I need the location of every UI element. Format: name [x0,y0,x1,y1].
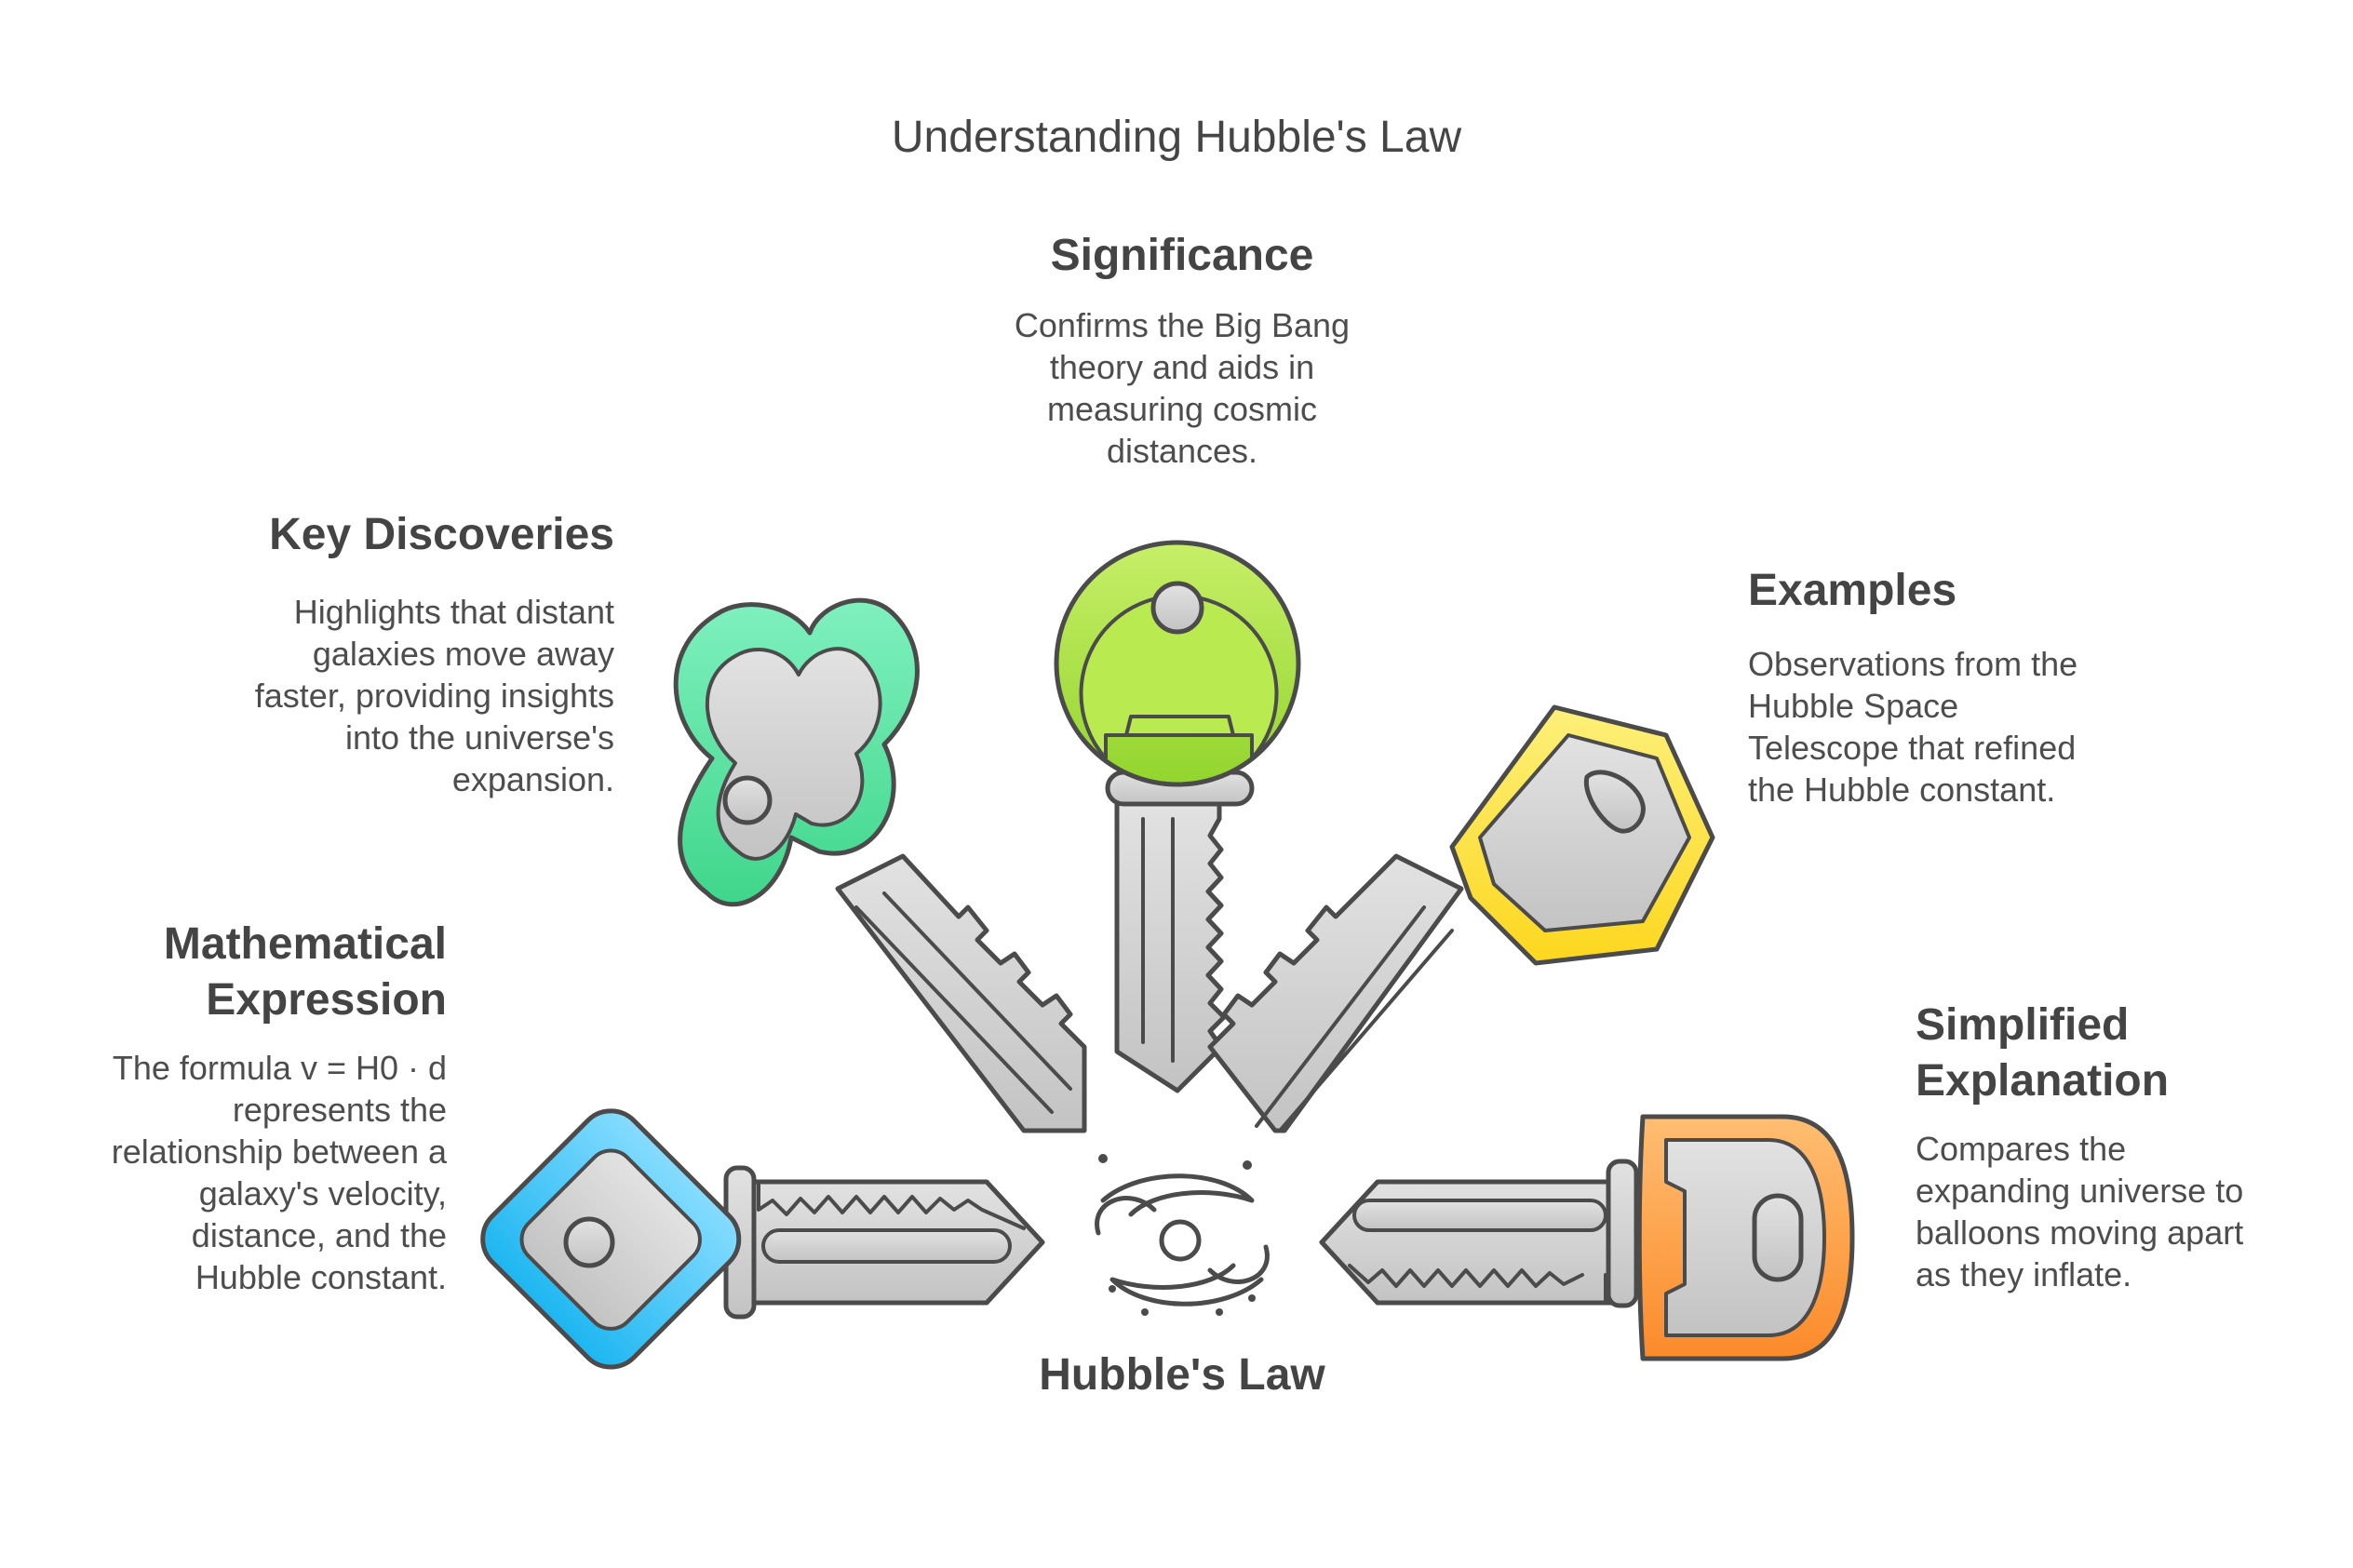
examples-line: Hubble Space [1748,687,1959,725]
mathematical-expression-block: Mathematical Expression The formula v = … [65,917,447,1298]
examples-line: the Hubble constant. [1748,771,2056,809]
examples-key-icon [1207,704,1715,1133]
mathematical-expression-line: Hubble constant. [195,1258,447,1296]
simplified-explanation-line: expanding universe to [1916,1172,2244,1210]
examples-line: Observations from the [1748,645,2078,683]
significance-line: theory and aids in [1049,348,1315,386]
key-discoveries-line: into the universe's [344,718,614,757]
simplified-explanation-line: as they inflate. [1916,1255,2132,1293]
mathematical-expression-line: distance, and the [191,1216,447,1254]
significance-line: Confirms the Big Bang [1014,306,1351,344]
key-discoveries-line: Highlights that distant [293,593,614,631]
significance-line: measuring cosmic [1046,390,1318,428]
center-label: Hubble's Law [1039,1350,1325,1400]
key-discoveries-heading: Key Discoveries [269,510,614,559]
mathematical-expression-line: relationship between a [111,1132,447,1171]
mathematical-expression-key-icon [480,1108,1045,1370]
galaxy-icon [1095,1154,1270,1316]
simplified-explanation-heading: Simplified [1916,1000,2130,1050]
key-discoveries-line: galaxies move away [312,635,614,673]
mathematical-expression-line: represents the [232,1091,447,1129]
simplified-explanation-line: balloons moving apart [1916,1213,2244,1252]
mathematical-expression-line: galaxy's velocity, [198,1174,447,1213]
significance-block: Significance Confirms the Big Bang theor… [949,228,1415,472]
diagram-title: Understanding Hubble's Law [891,113,1462,162]
key-discoveries-line: faster, providing insights [254,677,614,715]
key-discoveries-line: expansion. [451,760,614,798]
examples-heading: Examples [1748,566,1957,615]
mathematical-expression-heading: Mathematical [163,919,447,969]
key-discoveries-block: Key Discoveries Highlights that distant … [140,507,614,800]
key-discoveries-key-icon [673,597,1087,1133]
mathematical-expression-heading: Expression [206,975,447,1025]
simplified-explanation-heading: Explanation [1916,1056,2170,1106]
simplified-explanation-line: Compares the [1916,1130,2127,1168]
significance-heading: Significance [1050,231,1314,280]
simplified-explanation-key-icon [1319,1114,1855,1361]
mathematical-expression-line: The formula v = H0 · d [112,1049,447,1087]
examples-block: Examples Observations from the Hubble Sp… [1748,563,2232,811]
examples-line: Telescope that refined [1748,729,2077,767]
significance-line: distances. [1106,432,1258,470]
simplified-explanation-block: Simplified Explanation Compares the expa… [1916,998,2334,1295]
